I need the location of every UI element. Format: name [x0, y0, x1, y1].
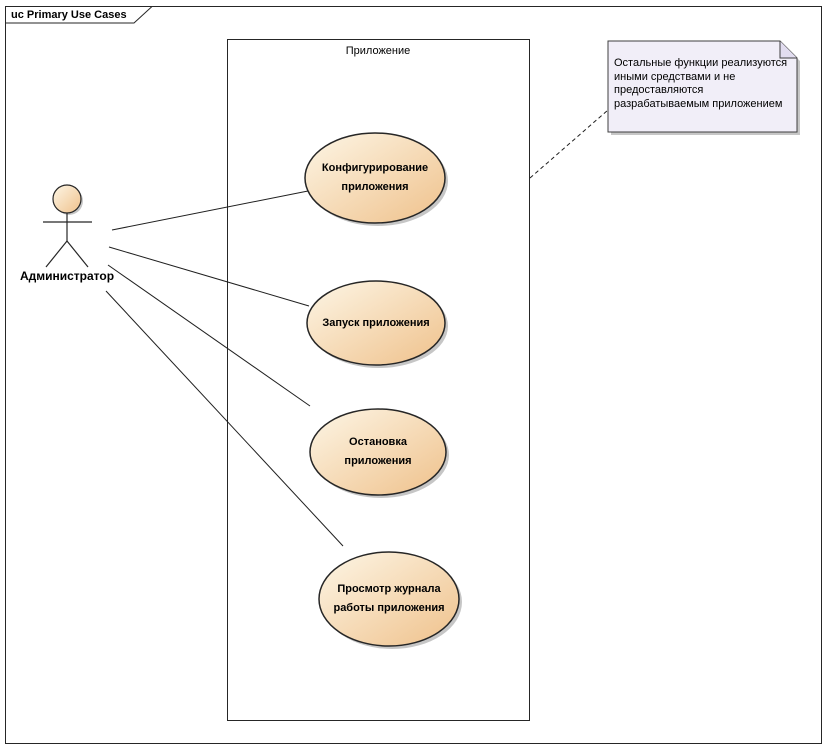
note-text: Остальные функции реализуются иными сред… — [614, 57, 788, 110]
diagram-frame-tab[interactable] — [5, 6, 154, 24]
usecase-stop[interactable] — [309, 408, 447, 496]
association-admin-configure[interactable] — [111, 190, 309, 231]
note-fold-corner — [779, 41, 797, 59]
diagram-frame — [5, 6, 822, 744]
usecase-launch-label: Запуск приложения — [322, 316, 430, 329]
note-shape[interactable] — [607, 40, 798, 133]
usecase-configure-label: Конфигурирование приложения — [321, 162, 429, 193]
actor-label: Администратор — [19, 269, 115, 283]
frame-tab-label: uc Primary Use Cases — [11, 9, 127, 21]
association-admin-launch[interactable] — [108, 246, 310, 307]
association-admin-stop[interactable] — [107, 264, 311, 407]
usecase-launch[interactable] — [306, 280, 446, 366]
system-boundary-label: Приложение — [345, 45, 411, 57]
note-link[interactable] — [529, 109, 609, 179]
actor-administrator[interactable] — [43, 184, 92, 268]
usecase-stop-label: Остановка приложения — [344, 436, 412, 467]
actor-leg-left — [45, 240, 68, 268]
actor-head — [52, 184, 82, 214]
usecase-viewlog[interactable] — [318, 551, 460, 647]
usecase-configure[interactable] — [304, 132, 446, 224]
actor-leg-right — [66, 240, 89, 268]
association-admin-viewlog[interactable] — [105, 290, 344, 547]
usecase-viewlog-label: Просмотр журнала работы приложения — [333, 583, 445, 614]
